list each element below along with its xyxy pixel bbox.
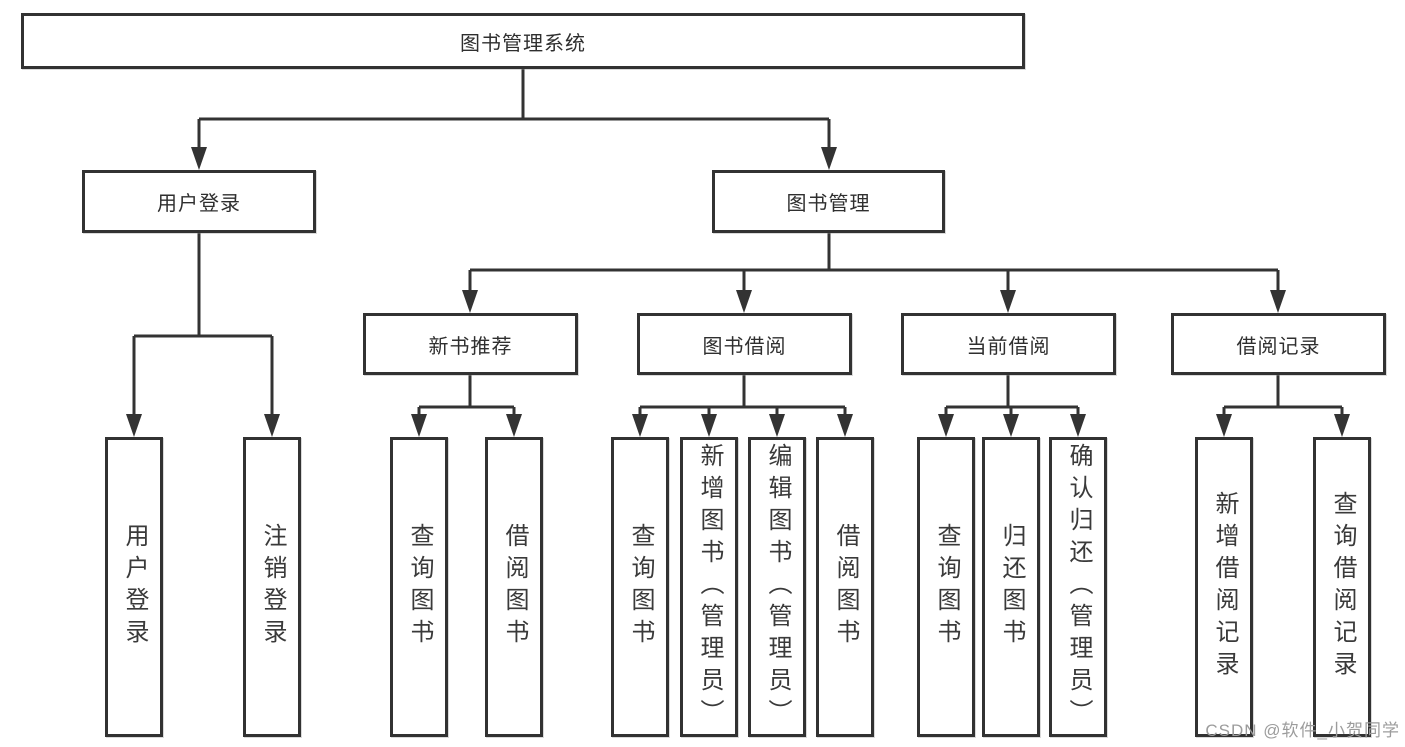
leaf-query-books-current: 查询图书 bbox=[917, 437, 975, 737]
connector-book-management-to-level3 bbox=[462, 233, 1286, 313]
leaf-confirm-return-admin-label: 确认归还（管理员） bbox=[1065, 443, 1092, 731]
connector-path bbox=[1222, 375, 1344, 415]
arrowhead bbox=[191, 147, 207, 170]
arrowhead bbox=[411, 414, 427, 437]
node-book-management-label: 图书管理 bbox=[786, 193, 871, 215]
arrowhead bbox=[1000, 290, 1016, 313]
connector-path bbox=[197, 69, 831, 148]
arrowhead bbox=[736, 290, 752, 313]
leaf-logout-login-label: 注销登录 bbox=[259, 523, 286, 651]
leaf-add-books-admin: 新增图书（管理员） bbox=[680, 437, 738, 737]
leaf-borrow-books-recommend-label: 借阅图书 bbox=[501, 523, 528, 651]
arrowhead bbox=[938, 414, 954, 437]
leaf-user-login-label: 用户登录 bbox=[121, 523, 148, 651]
arrowhead bbox=[632, 414, 648, 437]
arrowhead bbox=[1270, 290, 1286, 313]
arrowhead bbox=[821, 147, 837, 170]
leaf-return-books-label: 归还图书 bbox=[998, 523, 1025, 651]
leaf-return-books: 归还图书 bbox=[982, 437, 1040, 737]
leaf-add-borrow-record-label: 新增借阅记录 bbox=[1211, 491, 1238, 683]
connector-path bbox=[417, 375, 516, 415]
arrowhead bbox=[1070, 414, 1086, 437]
leaf-query-books-recommend: 查询图书 bbox=[390, 437, 448, 737]
leaf-borrow-books-borrowing-label: 借阅图书 bbox=[832, 523, 859, 651]
leaf-user-login: 用户登录 bbox=[105, 437, 163, 737]
connector-path bbox=[468, 233, 1280, 291]
connector-new-book-recommend-to-children bbox=[411, 375, 522, 437]
arrowhead bbox=[264, 414, 280, 437]
node-borrow-records-label: 借阅记录 bbox=[1236, 335, 1321, 358]
node-book-borrowing: 图书借阅 bbox=[637, 313, 852, 375]
leaf-query-books-borrowing-label: 查询图书 bbox=[627, 523, 654, 651]
node-user-login: 用户登录 bbox=[82, 170, 316, 233]
leaf-query-books-current-label: 查询图书 bbox=[933, 523, 960, 651]
leaf-borrow-books-recommend: 借阅图书 bbox=[485, 437, 543, 737]
arrowhead bbox=[1216, 414, 1232, 437]
node-library-system-label: 图书管理系统 bbox=[460, 32, 586, 55]
node-book-borrowing-label: 图书借阅 bbox=[702, 335, 787, 358]
node-book-management: 图书管理 bbox=[712, 170, 945, 233]
connector-book-borrowing-to-children bbox=[632, 375, 853, 437]
leaf-add-books-admin-label: 新增图书（管理员） bbox=[696, 443, 723, 731]
leaf-query-borrow-record-label: 查询借阅记录 bbox=[1329, 491, 1356, 683]
arrowhead bbox=[837, 414, 853, 437]
node-borrow-records: 借阅记录 bbox=[1171, 313, 1386, 375]
node-new-book-recommend-label: 新书推荐 bbox=[428, 335, 513, 358]
node-current-borrowing-label: 当前借阅 bbox=[966, 335, 1051, 358]
leaf-query-books-borrowing: 查询图书 bbox=[611, 437, 669, 737]
leaf-add-borrow-record: 新增借阅记录 bbox=[1195, 437, 1253, 737]
leaf-confirm-return-admin: 确认归还（管理员） bbox=[1049, 437, 1107, 737]
connector-root-to-level2 bbox=[191, 69, 837, 170]
leaf-edit-books-admin: 编辑图书（管理员） bbox=[748, 437, 806, 737]
arrowhead bbox=[701, 414, 717, 437]
arrowhead bbox=[1003, 414, 1019, 437]
leaf-query-borrow-record: 查询借阅记录 bbox=[1313, 437, 1371, 737]
arrowhead bbox=[506, 414, 522, 437]
connector-borrow-records-to-children bbox=[1216, 375, 1350, 437]
node-user-login-label: 用户登录 bbox=[157, 193, 241, 215]
connector-path bbox=[944, 375, 1080, 415]
leaf-borrow-books-borrowing: 借阅图书 bbox=[816, 437, 874, 737]
arrowhead bbox=[126, 414, 142, 437]
connector-user-login-to-children bbox=[126, 233, 280, 437]
connector-path bbox=[132, 233, 274, 415]
arrowhead bbox=[769, 414, 785, 437]
arrowhead bbox=[1334, 414, 1350, 437]
connector-path bbox=[638, 375, 847, 415]
arrowhead bbox=[462, 290, 478, 313]
leaf-edit-books-admin-label: 编辑图书（管理员） bbox=[764, 443, 791, 731]
leaf-logout-login: 注销登录 bbox=[243, 437, 301, 737]
leaf-query-books-recommend-label: 查询图书 bbox=[406, 523, 433, 651]
connector-current-borrowing-to-children bbox=[938, 375, 1086, 437]
csdn-watermark: CSDN @软件_小贺同学 bbox=[1205, 721, 1400, 740]
node-new-book-recommend: 新书推荐 bbox=[363, 313, 578, 375]
node-library-system: 图书管理系统 bbox=[21, 13, 1025, 69]
node-current-borrowing: 当前借阅 bbox=[901, 313, 1116, 375]
